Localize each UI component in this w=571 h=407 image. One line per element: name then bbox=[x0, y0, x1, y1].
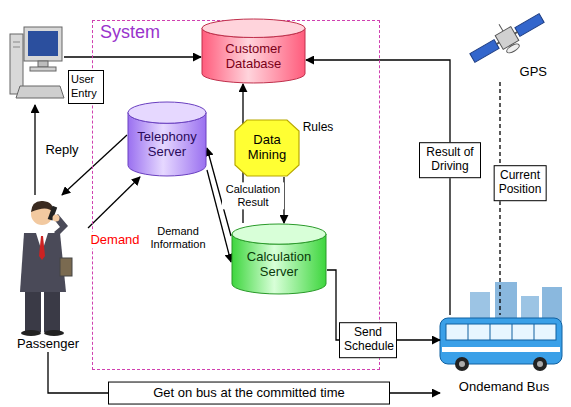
computer-icon bbox=[10, 27, 64, 98]
server-cylinder: Calculation Server bbox=[231, 223, 327, 295]
node-text: System bbox=[100, 22, 160, 43]
satellite-icon bbox=[464, 4, 549, 71]
node-text: Customer Database bbox=[212, 42, 296, 72]
edge-label: Reply bbox=[43, 142, 80, 159]
node-text: Passenger bbox=[8, 337, 88, 352]
edge-label: Calculation Result bbox=[222, 182, 284, 209]
bus-node: Ondemand Bus bbox=[440, 315, 568, 395]
connector-arrow bbox=[64, 56, 201, 57]
node-text: GPS bbox=[520, 65, 547, 80]
label-box: Current Position bbox=[494, 165, 547, 201]
passenger-node: Passenger bbox=[8, 195, 88, 352]
node-text: Calculation Server bbox=[239, 250, 319, 280]
edge-label: Rules bbox=[301, 120, 336, 136]
edge-label: Demand bbox=[88, 232, 141, 249]
bus-icon bbox=[440, 282, 562, 371]
edge-label: Demand Information bbox=[144, 224, 212, 251]
passenger-figure bbox=[20, 201, 72, 336]
database-cylinder: Customer Database bbox=[201, 18, 306, 84]
process-octagon: Data Mining bbox=[234, 119, 300, 177]
satellite-node: GPS bbox=[468, 12, 555, 82]
node-text: Telephony Server bbox=[132, 130, 202, 160]
connector-arrow bbox=[88, 177, 140, 228]
node-text: Data Mining bbox=[242, 133, 292, 163]
node-text: User Entry bbox=[68, 70, 104, 104]
user-terminal: User Entry bbox=[8, 25, 64, 105]
label-box: Get on bus at the committed time bbox=[108, 382, 390, 405]
server-cylinder: Telephony Server bbox=[127, 101, 207, 177]
label-box: Send Schedule bbox=[339, 322, 397, 358]
connector-arrow bbox=[306, 60, 450, 315]
node-text: Ondemand Bus bbox=[440, 380, 568, 395]
connector-arrow bbox=[34, 105, 35, 195]
label-box: Result of Driving bbox=[419, 142, 481, 178]
